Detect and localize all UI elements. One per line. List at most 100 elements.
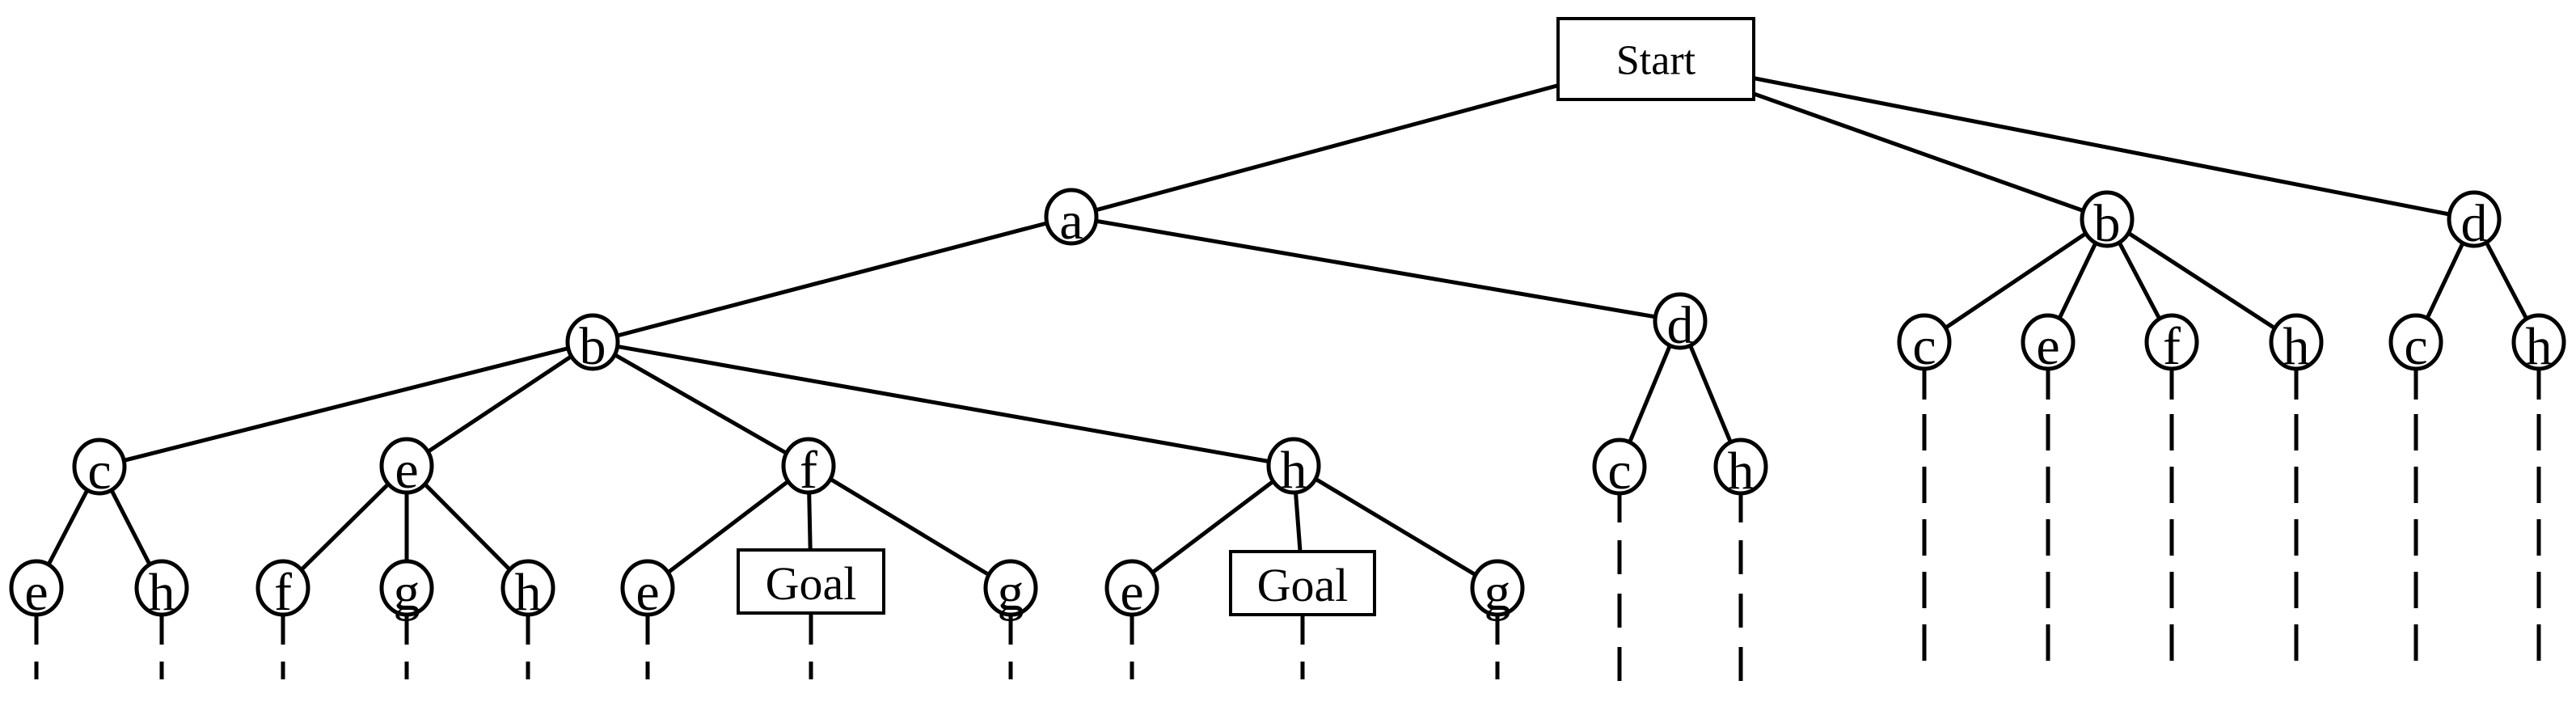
tree-node-h1: h [1266, 437, 1321, 500]
node-label: Goal [1257, 559, 1349, 611]
tree-node-goalf: Goal [737, 548, 885, 615]
node-label: b [580, 317, 606, 376]
tree-node-c4: c [2388, 313, 2443, 376]
edge-b2-c3 [1923, 217, 2109, 345]
node-label: d [2461, 194, 2488, 253]
edge-b1-e1 [405, 340, 594, 468]
node-circle [1266, 437, 1321, 495]
node-label: b [2094, 194, 2121, 253]
tree-node-e1c: e [9, 559, 64, 622]
node-circle [983, 559, 1038, 617]
tree-node-g1f: g [983, 559, 1038, 622]
node-label: Start [1616, 38, 1696, 84]
tree-node-g1e: g [379, 559, 434, 622]
tree-node-d1: d [1653, 292, 1708, 355]
node-label: e [2036, 317, 2059, 376]
node-label: c [1607, 442, 1631, 501]
tree-node-h4: h [2511, 313, 2566, 376]
node-circle [134, 559, 189, 617]
node-circle [1897, 313, 1952, 371]
edge-b2-h3 [2105, 217, 2298, 345]
tree-node-f1e: f [255, 559, 310, 622]
tree-node-f3: f [2144, 313, 2199, 376]
node-label: e [24, 563, 48, 622]
edge-start-d2 [1655, 57, 2475, 222]
tree-node-e1: e [379, 437, 434, 500]
node-circle [2511, 313, 2566, 371]
node-circle [379, 437, 434, 495]
tree-node-c2: c [1592, 438, 1647, 501]
node-circle [2021, 313, 2076, 371]
edge-e1-f1e [281, 464, 408, 590]
tree-node-h3: h [2269, 313, 2324, 376]
node-label: g [394, 563, 420, 622]
node-label: e [395, 441, 418, 500]
node-circle [500, 559, 555, 617]
tree-node-d2: d [2447, 190, 2502, 253]
node-label: h [1281, 441, 1307, 500]
edge-b1-c1 [99, 340, 593, 469]
node-circle [2388, 313, 2443, 371]
node-label: c [2404, 317, 2427, 376]
node-label: f [274, 563, 292, 622]
edge-h1-e1h [1130, 464, 1295, 590]
node-label: Goal [766, 557, 857, 610]
tree-node-goalh: Goal [1229, 550, 1376, 616]
node-circle [1104, 559, 1159, 617]
node-box [1229, 550, 1376, 616]
edge-f1-g1f [807, 463, 1012, 590]
node-label: g [1484, 563, 1511, 622]
node-circle [2080, 190, 2135, 248]
continuations-layer [34, 369, 2541, 683]
node-label: c [1912, 317, 1936, 376]
node-label: c [87, 442, 111, 501]
node-circle [565, 313, 620, 371]
node-circle [255, 559, 310, 617]
node-label: f [800, 441, 817, 500]
tree-node-h2: h [1713, 438, 1768, 501]
node-label: a [1059, 192, 1083, 251]
edge-b1-h1 [592, 340, 1294, 468]
edge-e1-h1e [405, 464, 530, 590]
tree-node-e1h: e [1104, 559, 1159, 622]
node-label: h [1728, 442, 1755, 501]
node-circle [1592, 438, 1647, 496]
node-circle [379, 559, 434, 617]
node-label: d [1667, 296, 1694, 355]
node-circle [1470, 559, 1525, 617]
edge-b1-f1 [591, 340, 810, 468]
node-circle [2269, 313, 2324, 371]
edges-layer [34, 57, 2541, 590]
node-box [1556, 17, 1755, 101]
edge-a-d1 [1071, 214, 1681, 324]
tree-node-b1: b [565, 313, 620, 376]
tree-node-f1: f [781, 437, 836, 500]
node-circle [2447, 190, 2502, 248]
tree-node-e1f: e [620, 559, 675, 622]
node-circle [1653, 292, 1708, 350]
edge-a-b1 [592, 214, 1072, 345]
edge-f1-e1f [646, 464, 810, 590]
node-circle [9, 559, 64, 617]
node-label: h [149, 563, 175, 622]
tree-node-e3: e [2021, 313, 2076, 376]
tree-node-c3: c [1897, 313, 1952, 376]
node-label: e [636, 563, 659, 622]
node-circle [72, 438, 127, 496]
node-circle [781, 437, 836, 495]
node-label: h [2283, 317, 2310, 376]
node-label: h [2526, 317, 2553, 376]
node-box [737, 548, 885, 615]
node-label: h [515, 563, 542, 622]
tree-node-h1c: h [134, 559, 189, 622]
node-label: g [998, 563, 1024, 622]
tree-node-g1h: g [1470, 559, 1525, 622]
node-circle [2144, 313, 2199, 371]
tree-node-h1e: h [500, 559, 555, 622]
node-label: e [1120, 563, 1143, 622]
tree-node-b2: b [2080, 190, 2135, 253]
edge-h1-g1h [1292, 463, 1499, 590]
node-circle [1713, 438, 1768, 496]
